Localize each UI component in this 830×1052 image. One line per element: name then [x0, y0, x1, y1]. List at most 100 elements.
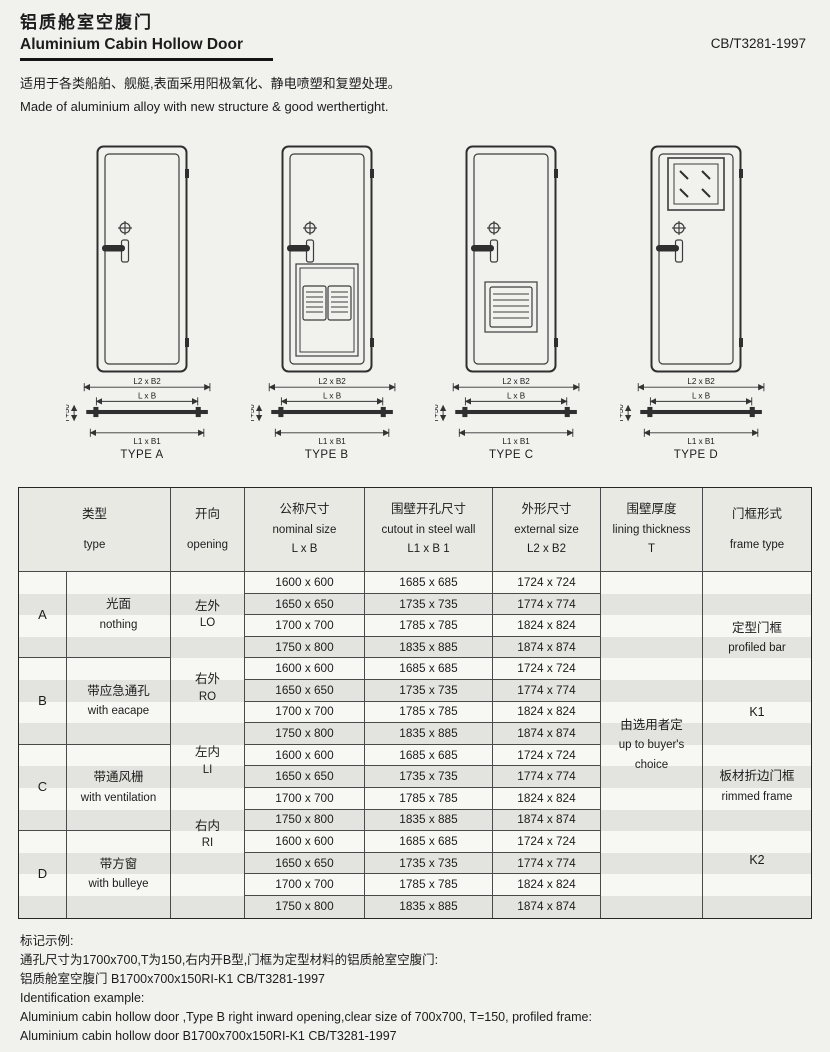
opening-left-outward: 左外 LO — [194, 598, 220, 630]
type-desc-a-zh: 光面 — [105, 597, 131, 612]
door-frame — [281, 145, 374, 373]
size-cell: 1750 x 800 — [245, 895, 365, 918]
hinge-top-icon — [185, 169, 189, 178]
row-stripe — [19, 593, 811, 616]
size-cell: 1874 x 874 — [493, 895, 601, 918]
header-lining-en: lining thickness — [612, 523, 691, 536]
identification-example: 标记示例: 通孔尺寸为1700x700,T为150,右内开B型,门框为定型材料的… — [20, 932, 810, 1046]
example-desc-en: Aluminium cabin hollow door ,Type B righ… — [20, 1009, 592, 1024]
figure-label-type-a: TYPE A — [120, 449, 164, 461]
title-block: 铝质舱室空腹门 Aluminium Cabin Hollow Door — [20, 8, 274, 61]
size-cell: 1774 x 774 — [493, 679, 601, 702]
dim-cutout-line — [458, 428, 574, 437]
header-lining-sub: T — [647, 543, 655, 556]
size-cell: 1650 x 650 — [245, 852, 365, 875]
dim-external-line — [637, 383, 765, 392]
opening-cell: 左外 LO 右外 RO 左内 LI 右内 RI — [171, 572, 245, 918]
hinge-bottom-icon — [554, 338, 559, 347]
dim-label-l2b2: L2 x B2 — [503, 377, 531, 386]
col-header-frame: 门框形式 frame type — [703, 488, 811, 572]
col-header-external: 外形尺寸 external size L2 x B2 — [493, 488, 601, 572]
door-figures-row: L2 x B2 L x B L1 x B1 T+50 — [62, 144, 776, 461]
door-leaf-section — [455, 406, 578, 418]
frame-k1-desc: 定型门框 profiled bar — [728, 620, 786, 655]
dim-label-l1b1: L1 x B1 — [318, 437, 346, 446]
size-cell: 1874 x 874 — [493, 809, 601, 832]
dim-label-l1b1: L1 x B1 — [503, 437, 531, 446]
door-frame — [96, 145, 189, 373]
door-leaf-section — [86, 406, 208, 418]
type-desc-b-en: with eacape — [87, 705, 150, 718]
figure-label-type-c: TYPE C — [489, 449, 534, 461]
dimension-drawing: L2 x B2 L x B L1 x B1 T+50 — [66, 377, 211, 446]
size-cell: 1685 x 685 — [365, 658, 493, 680]
dim-nominal-line — [95, 397, 199, 406]
escape-panel-icon — [295, 263, 359, 357]
size-cell: 1874 x 874 — [493, 723, 601, 745]
dim-label-l2b2: L2 x B2 — [687, 377, 715, 386]
size-cell: 1735 x 735 — [365, 679, 493, 702]
header-opening-zh: 开向 — [194, 507, 220, 521]
size-cell: 1700 x 700 — [245, 701, 365, 724]
type-desc-c-en: with ventilation — [80, 791, 157, 804]
door-handle-icon — [471, 221, 502, 263]
size-cell: 1785 x 785 — [365, 701, 493, 724]
size-cell: 1774 x 774 — [493, 766, 601, 788]
size-cell: 1685 x 685 — [365, 831, 493, 853]
type-desc-d-zh: 带方窗 — [99, 856, 138, 871]
dim-label-t50: T+50 — [620, 404, 625, 423]
door-drawing-type-c — [465, 145, 559, 373]
size-cell: 1785 x 785 — [365, 874, 493, 896]
header-frame-zh: 门框形式 — [731, 507, 782, 521]
door-figure-type-a: L2 x B2 L x B L1 x B1 T+50 — [62, 144, 222, 461]
door-frame — [465, 145, 559, 373]
size-cell: 1750 x 800 — [245, 809, 365, 832]
example-title-zh: 标记示例: — [20, 933, 74, 948]
page-header: 铝质舱室空腹门 Aluminium Cabin Hollow Door CB/T… — [0, 0, 830, 114]
header-nominal-sub: L x B — [291, 543, 318, 556]
size-cell: 1874 x 874 — [493, 636, 601, 659]
dim-label-lb: L x B — [323, 391, 341, 400]
size-cell: 1785 x 785 — [365, 787, 493, 810]
hinge-bottom-icon — [185, 338, 189, 347]
figure-label-type-d: TYPE D — [673, 449, 719, 461]
dim-cutout-line — [274, 428, 390, 437]
header-external-zh: 外形尺寸 — [521, 502, 572, 517]
description-zh: 适用于各类船舶、舰艇,表面采用阳极氧化、静电喷塑和复塑处理。 — [20, 76, 401, 91]
dim-cutout-line — [89, 428, 205, 437]
door-handle-icon — [655, 221, 686, 263]
dim-label-t50: T+50 — [251, 404, 256, 423]
hinge-bottom-icon — [738, 338, 743, 347]
dim-cutout-line — [643, 428, 759, 437]
lining-zh: 由选用者定 — [620, 717, 683, 732]
type-desc-c: 带通风栅 with ventilation — [67, 744, 171, 832]
door-figure-type-d: L2 x B2 L x B L1 x B1 T+50 — [616, 144, 776, 461]
col-header-lining: 围壁厚度 lining thickness T — [601, 488, 703, 572]
col-header-type: 类型 type — [19, 488, 171, 572]
size-cell: 1600 x 600 — [245, 658, 365, 680]
col-header-nominal: 公称尺寸 nominal size L x B — [245, 488, 365, 572]
type-desc-c-zh: 带通风栅 — [93, 769, 144, 784]
size-cell: 1650 x 650 — [245, 593, 365, 616]
door-figure-type-b: L2 x B2 L x B L1 x B1 T+50 — [247, 144, 407, 461]
door-handle-icon — [286, 221, 317, 263]
header-cutout-en: cutout in steel wall — [381, 523, 476, 536]
row-stripe — [19, 895, 811, 918]
size-cell: 1600 x 600 — [245, 831, 365, 853]
frame-k2-desc: 板材折边门框 rimmed frame — [719, 769, 795, 803]
hinge-top-icon — [369, 169, 374, 178]
dim-label-lb: L x B — [507, 391, 525, 400]
size-cell: 1735 x 735 — [365, 766, 493, 788]
door-figure-type-c: L2 x B2 L x B L1 x B1 T+50 — [431, 144, 591, 461]
page-title-en: Aluminium Cabin Hollow Door — [20, 36, 244, 53]
size-cell: 1600 x 600 — [245, 744, 365, 767]
size-cell: 1600 x 600 — [245, 572, 365, 594]
lining-en2: choice — [634, 758, 669, 771]
size-cell: 1750 x 800 — [245, 723, 365, 745]
type-letter-c: C — [19, 744, 67, 832]
size-cell: 1824 x 824 — [493, 615, 601, 637]
hinge-top-icon — [554, 169, 559, 178]
dim-nominal-line — [465, 397, 568, 406]
size-cell: 1750 x 800 — [245, 636, 365, 659]
